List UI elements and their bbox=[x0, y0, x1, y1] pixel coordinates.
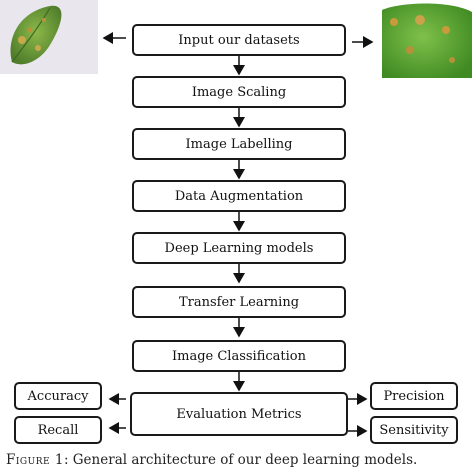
recall-box: Recall bbox=[14, 416, 102, 444]
image-scaling-box: Image Scaling bbox=[132, 76, 346, 108]
evaluation-metrics-label: Evaluation Metrics bbox=[176, 406, 302, 422]
leaf-icon bbox=[10, 5, 62, 65]
accuracy-box: Accuracy bbox=[14, 382, 102, 410]
deep-learning-models-box: Deep Learning models bbox=[132, 232, 346, 264]
leaf-image-right bbox=[380, 0, 474, 80]
figure-caption-label: Figure 1 bbox=[6, 452, 64, 468]
image-classification-label: Image Classification bbox=[172, 348, 306, 364]
transfer-learning-box: Transfer Learning bbox=[132, 286, 346, 318]
image-labelling-label: Image Labelling bbox=[185, 136, 293, 152]
deep-learning-models-label: Deep Learning models bbox=[164, 240, 314, 256]
transfer-learning-label: Transfer Learning bbox=[178, 294, 300, 310]
image-scaling-label: Image Scaling bbox=[191, 84, 287, 100]
precision-label: Precision bbox=[383, 388, 445, 404]
sensitivity-label: Sensitivity bbox=[379, 422, 449, 438]
accuracy-label: Accuracy bbox=[27, 388, 89, 404]
input-datasets-label: Input our datasets bbox=[178, 32, 300, 48]
leaf-icon bbox=[382, 3, 472, 78]
data-augmentation-box: Data Augmentation bbox=[132, 180, 346, 212]
recall-label: Recall bbox=[37, 422, 79, 438]
figure-caption-text: : General architecture of our deep learn… bbox=[63, 452, 418, 468]
data-augmentation-label: Data Augmentation bbox=[174, 188, 304, 204]
sensitivity-box: Sensitivity bbox=[370, 416, 458, 444]
leaf-image-left bbox=[0, 0, 98, 74]
image-classification-box: Image Classification bbox=[132, 340, 346, 372]
precision-box: Precision bbox=[370, 382, 458, 410]
evaluation-metrics-box: Evaluation Metrics bbox=[130, 392, 348, 436]
figure-caption: Figure 1: General architecture of our de… bbox=[6, 452, 474, 468]
image-labelling-box: Image Labelling bbox=[132, 128, 346, 160]
input-datasets-box: Input our datasets bbox=[132, 24, 346, 56]
